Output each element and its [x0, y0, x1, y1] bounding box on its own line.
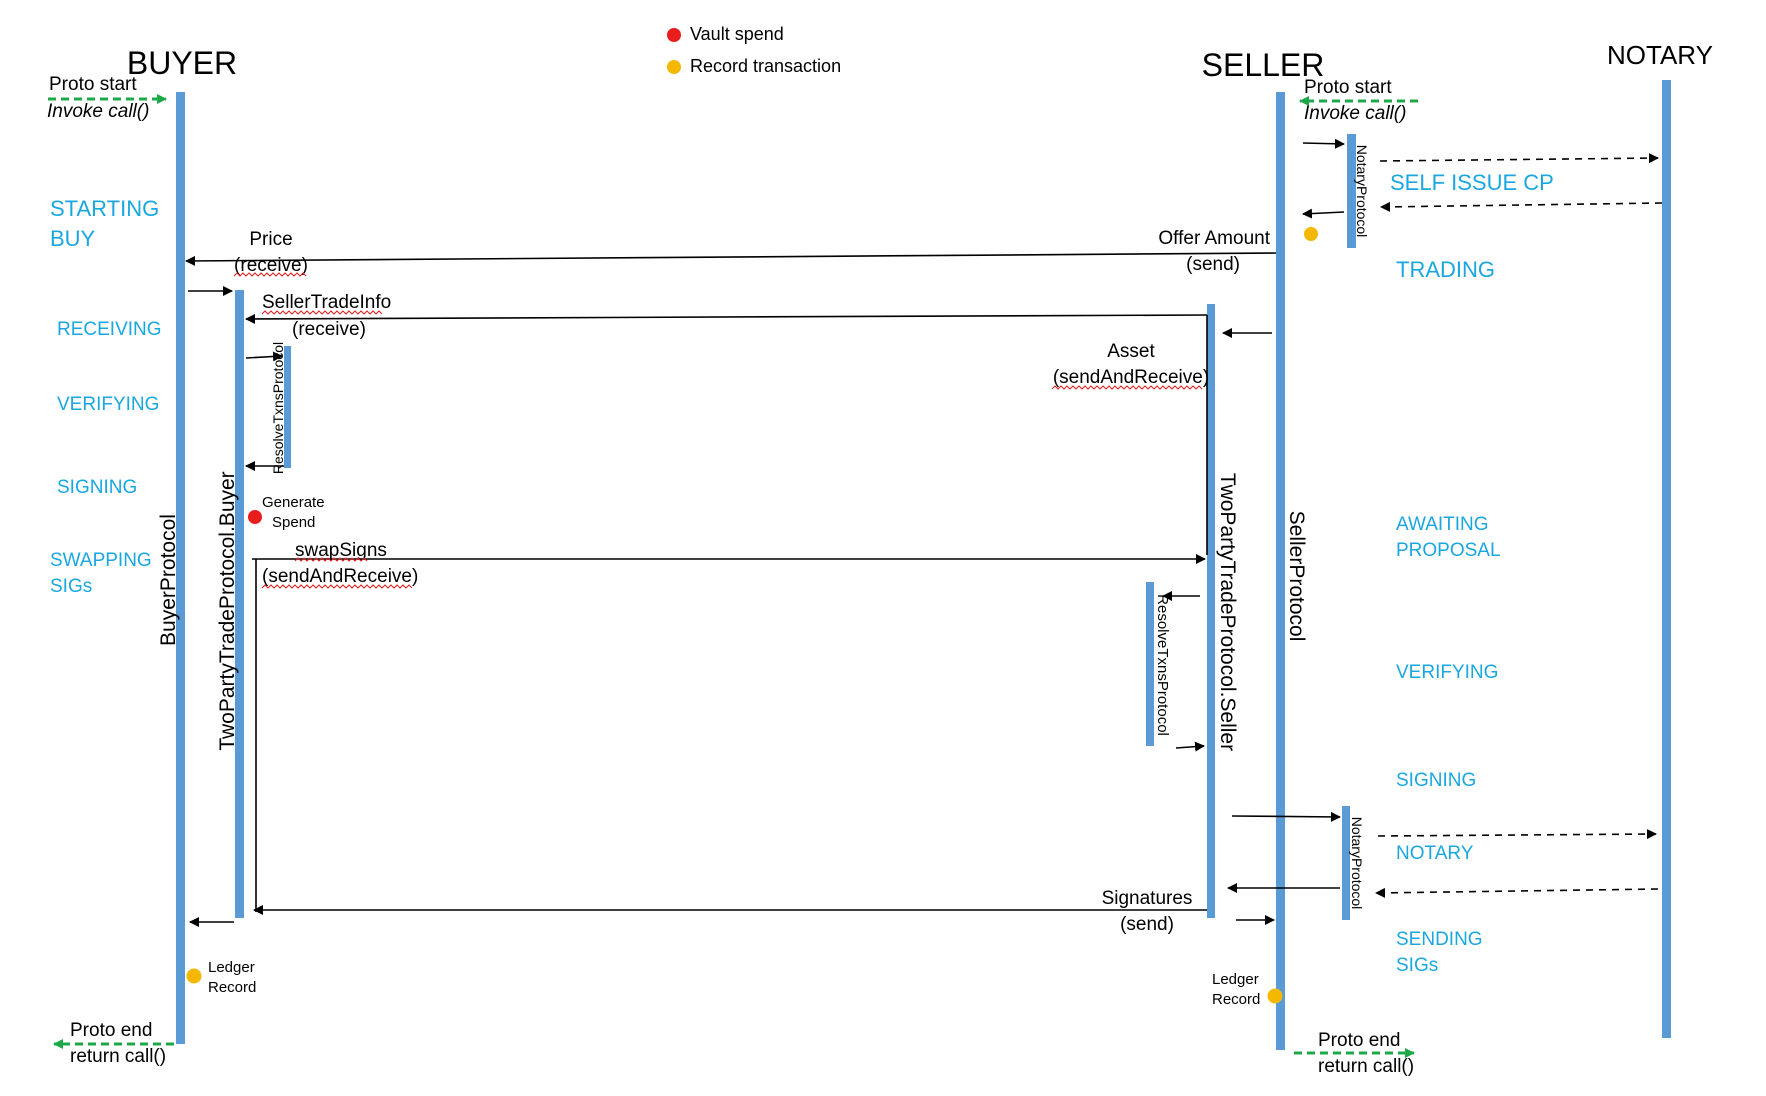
seller-state-self-issue: SELF ISSUE CP [1390, 170, 1554, 195]
asset-sub-label: (sendAndReceive) [1053, 367, 1209, 388]
self-issue-request-arrow [1379, 153, 1659, 164]
seller-return-call-label: return call() [1318, 1056, 1414, 1077]
buyer-state-swapping: SWAPPING [50, 550, 152, 571]
seller-proto-start-label: Proto start [1304, 77, 1392, 98]
buyer-state-starting: STARTING [50, 196, 159, 221]
seller-notary-protocol-1-label: NotaryProtocol [1354, 145, 1370, 238]
squiggle-swap-signs [294, 557, 368, 562]
seller-heading: SELLER [1202, 47, 1325, 83]
seller-trade-info-sub-label: (receive) [292, 319, 366, 340]
seller-resolve-activation [1146, 582, 1154, 746]
message-arrows [185, 138, 1345, 927]
buyer-proto-start-label: Proto start [49, 74, 137, 95]
notarise-request-arrow [1377, 829, 1657, 840]
proto-arrows [48, 94, 1418, 1058]
seller-trade-info-arrow [245, 313, 1208, 324]
seller-state-verifying: VERIFYING [1396, 662, 1498, 683]
buyer-protocol-label: BuyerProtocol [157, 514, 180, 646]
seller-ledger-label-1: Ledger [1212, 971, 1259, 988]
squiggle-seller-trade-info [261, 310, 383, 315]
seller-trade-to-notary-arrow [1231, 811, 1341, 822]
buyer-ledger-record-dot [186, 968, 202, 984]
vault-spend-legend-label: Vault spend [690, 24, 784, 44]
squiggle-swap-signs-sub [261, 584, 413, 589]
price-arrow [185, 252, 1277, 266]
price-label: Price [249, 229, 292, 250]
offer-amount-label: Offer Amount [1158, 228, 1270, 249]
seller-trade-info-label: SellerTradeInfo [262, 292, 391, 313]
seller-notary-protocol-2-label: NotaryProtocol [1349, 817, 1365, 910]
seller-state-sigs: SIGs [1396, 955, 1438, 976]
buyer-return-call-label: return call() [70, 1046, 166, 1067]
seller-notary-activation-1 [1347, 134, 1356, 248]
signatures-sub-label: (send) [1120, 914, 1174, 935]
buyer-heading: BUYER [127, 45, 237, 81]
seller-to-notary-protocol-arrow [1302, 138, 1345, 149]
buyer-lifeline [176, 92, 185, 1044]
buyer-trade-protocol-label: TwoPartyTradeProtocol.Buyer [216, 471, 239, 750]
swap-signs-sub-label: (sendAndReceive) [262, 566, 418, 587]
buyer-ledger-label-2: Record [208, 979, 256, 996]
seller-resolve-protocol-label: ResolveTxnsProtocol [1154, 594, 1171, 736]
seller-proto-end-label: Proto end [1318, 1030, 1400, 1051]
offer-amount-sub-label: (send) [1186, 254, 1240, 275]
seller-invoke-call-label: Invoke call() [1304, 103, 1406, 124]
seller-notary-activation-2 [1342, 806, 1350, 920]
trade-to-resolve-arrow [245, 351, 283, 362]
buyer-resolve-activation [284, 346, 291, 468]
notary-heading: NOTARY [1607, 40, 1713, 70]
generate-spend-label-1: Generate [262, 494, 325, 511]
notary-lifeline [1662, 80, 1671, 1038]
seller-ledger-label-2: Record [1212, 991, 1260, 1008]
seller-trade-protocol-label: TwoPartyTradeProtocol.Seller [1216, 473, 1239, 751]
seller-resolve-return-arrow [1175, 741, 1205, 752]
self-issue-response-arrow [1380, 201, 1663, 212]
swap-signs-label: swapSigns [295, 540, 387, 561]
vault-spend-dot [248, 510, 262, 524]
seller-state-trading: TRADING [1396, 257, 1495, 282]
buyer-resolve-protocol-label: ResolveTxnsProtocol [270, 342, 286, 474]
buyer-state-verifying: VERIFYING [57, 394, 159, 415]
buyer-invoke-call-label: Invoke call() [47, 101, 149, 122]
seller-lifeline [1276, 92, 1285, 1050]
buyer-state-sigs: SIGs [50, 576, 92, 597]
buyer-trade-activation [235, 290, 244, 918]
seller-protocol-label: SellerProtocol [1285, 511, 1308, 642]
buyer-state-buy: BUY [50, 226, 96, 251]
generate-spend-label-2: Spend [272, 514, 315, 531]
lifelines [176, 80, 1671, 1050]
buyer-state-signing: SIGNING [57, 477, 137, 498]
seller-trade-activation [1207, 304, 1215, 918]
notary-protocol-return-arrow [1302, 208, 1345, 219]
squiggles [233, 272, 1203, 589]
record-transaction-legend-label: Record transaction [690, 56, 842, 76]
notary-arrows [1375, 153, 1663, 898]
seller-state-proposal: PROPOSAL [1396, 540, 1501, 561]
seller-state-sending: SENDING [1396, 929, 1483, 950]
squiggle-price-sub [233, 272, 307, 277]
signatures-label: Signatures [1102, 888, 1193, 909]
record-transaction-legend-dot [667, 60, 681, 74]
price-sub-label: (receive) [234, 255, 308, 276]
seller-state-signing: SIGNING [1396, 770, 1476, 791]
seller-state-notary: NOTARY [1396, 843, 1474, 864]
buyer-state-receiving: RECEIVING [57, 319, 162, 340]
seller-record-dot-top [1304, 227, 1318, 241]
squiggle-asset-sub [1051, 385, 1203, 390]
buyer-proto-end-label: Proto end [70, 1020, 152, 1041]
vault-spend-legend-dot [667, 28, 681, 42]
buyer-ledger-label-1: Ledger [208, 959, 255, 976]
seller-state-awaiting: AWAITING [1396, 514, 1489, 535]
asset-label: Asset [1107, 341, 1155, 362]
notarise-response-arrow [1375, 887, 1659, 898]
seller-ledger-record-dot [1267, 988, 1283, 1004]
